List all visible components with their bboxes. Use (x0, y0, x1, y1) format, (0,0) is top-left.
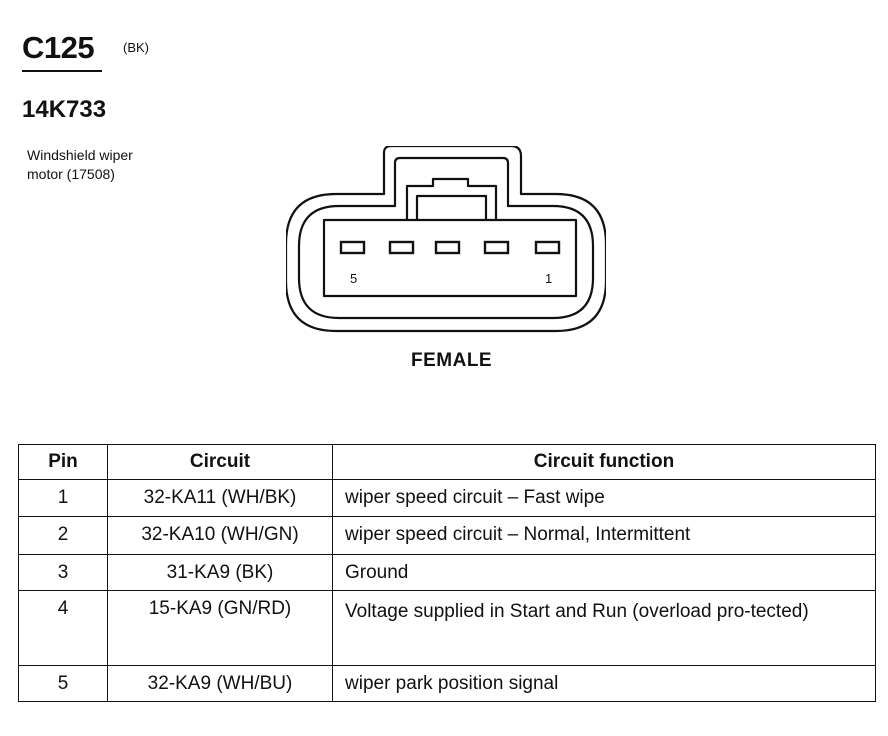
table-row: 2 32-KA10 (WH/GN) wiper speed circuit – … (18, 516, 876, 555)
function-cell: wiper speed circuit – Fast wipe (332, 479, 876, 517)
function-cell: wiper park position signal (332, 665, 876, 702)
circuit-cell: 32-KA10 (WH/GN) (107, 516, 333, 555)
pin-cell: 1 (18, 479, 108, 517)
connector-gender: FEMALE (411, 350, 493, 371)
component-line-1: Windshield wiper (27, 147, 133, 163)
header-circuit: Circuit (107, 444, 333, 480)
table-header-row: Pin Circuit Circuit function (18, 444, 876, 480)
pin-terminal-4 (388, 240, 415, 255)
header-function: Circuit function (332, 444, 876, 480)
function-cell: Voltage supplied in Start and Run (overl… (332, 590, 876, 666)
pin-terminal-5 (339, 240, 366, 255)
pin-cell: 4 (18, 590, 108, 666)
circuit-cell: 31-KA9 (BK) (107, 554, 333, 591)
circuit-cell: 15-KA9 (GN/RD) (107, 590, 333, 666)
function-cell: Ground (332, 554, 876, 591)
locking-tab-inner (415, 194, 488, 220)
table-row: 4 15-KA9 (GN/RD) Voltage supplied in Sta… (18, 590, 876, 666)
pin-cell: 2 (18, 516, 108, 555)
component-line-2: motor (17508) (27, 166, 115, 182)
connector-id-underline (22, 70, 102, 72)
pin-terminal-1 (534, 240, 561, 255)
connector-color: (BK) (123, 40, 149, 55)
connector-inner-shell (297, 156, 595, 320)
pin-cell: 5 (18, 665, 108, 702)
header-pin: Pin (18, 444, 108, 480)
connector-face-diagram: 5 1 (286, 146, 606, 333)
locking-tab-outer (405, 177, 498, 220)
pin-label-5: 5 (350, 271, 357, 286)
table-row: 3 31-KA9 (BK) Ground (18, 554, 876, 591)
connector-id: C125 (22, 30, 95, 65)
component-description: Windshield wiper motor (17508) (27, 146, 187, 184)
pin-terminal-3 (434, 240, 461, 255)
pin-cell: 3 (18, 554, 108, 591)
part-number: 14K733 (22, 96, 107, 123)
pin-terminal-2 (483, 240, 510, 255)
connector-outer-shell (286, 146, 606, 333)
pin-cavity-area (322, 218, 578, 298)
function-cell: wiper speed circuit – Normal, Intermitte… (332, 516, 876, 555)
table-row: 1 32-KA11 (WH/BK) wiper speed circuit – … (18, 479, 876, 517)
pin-label-1: 1 (545, 271, 552, 286)
pin-table: Pin Circuit Circuit function 1 32-KA11 (… (18, 444, 876, 702)
table-row: 5 32-KA9 (WH/BU) wiper park position sig… (18, 665, 876, 702)
circuit-cell: 32-KA9 (WH/BU) (107, 665, 333, 702)
circuit-cell: 32-KA11 (WH/BK) (107, 479, 333, 517)
